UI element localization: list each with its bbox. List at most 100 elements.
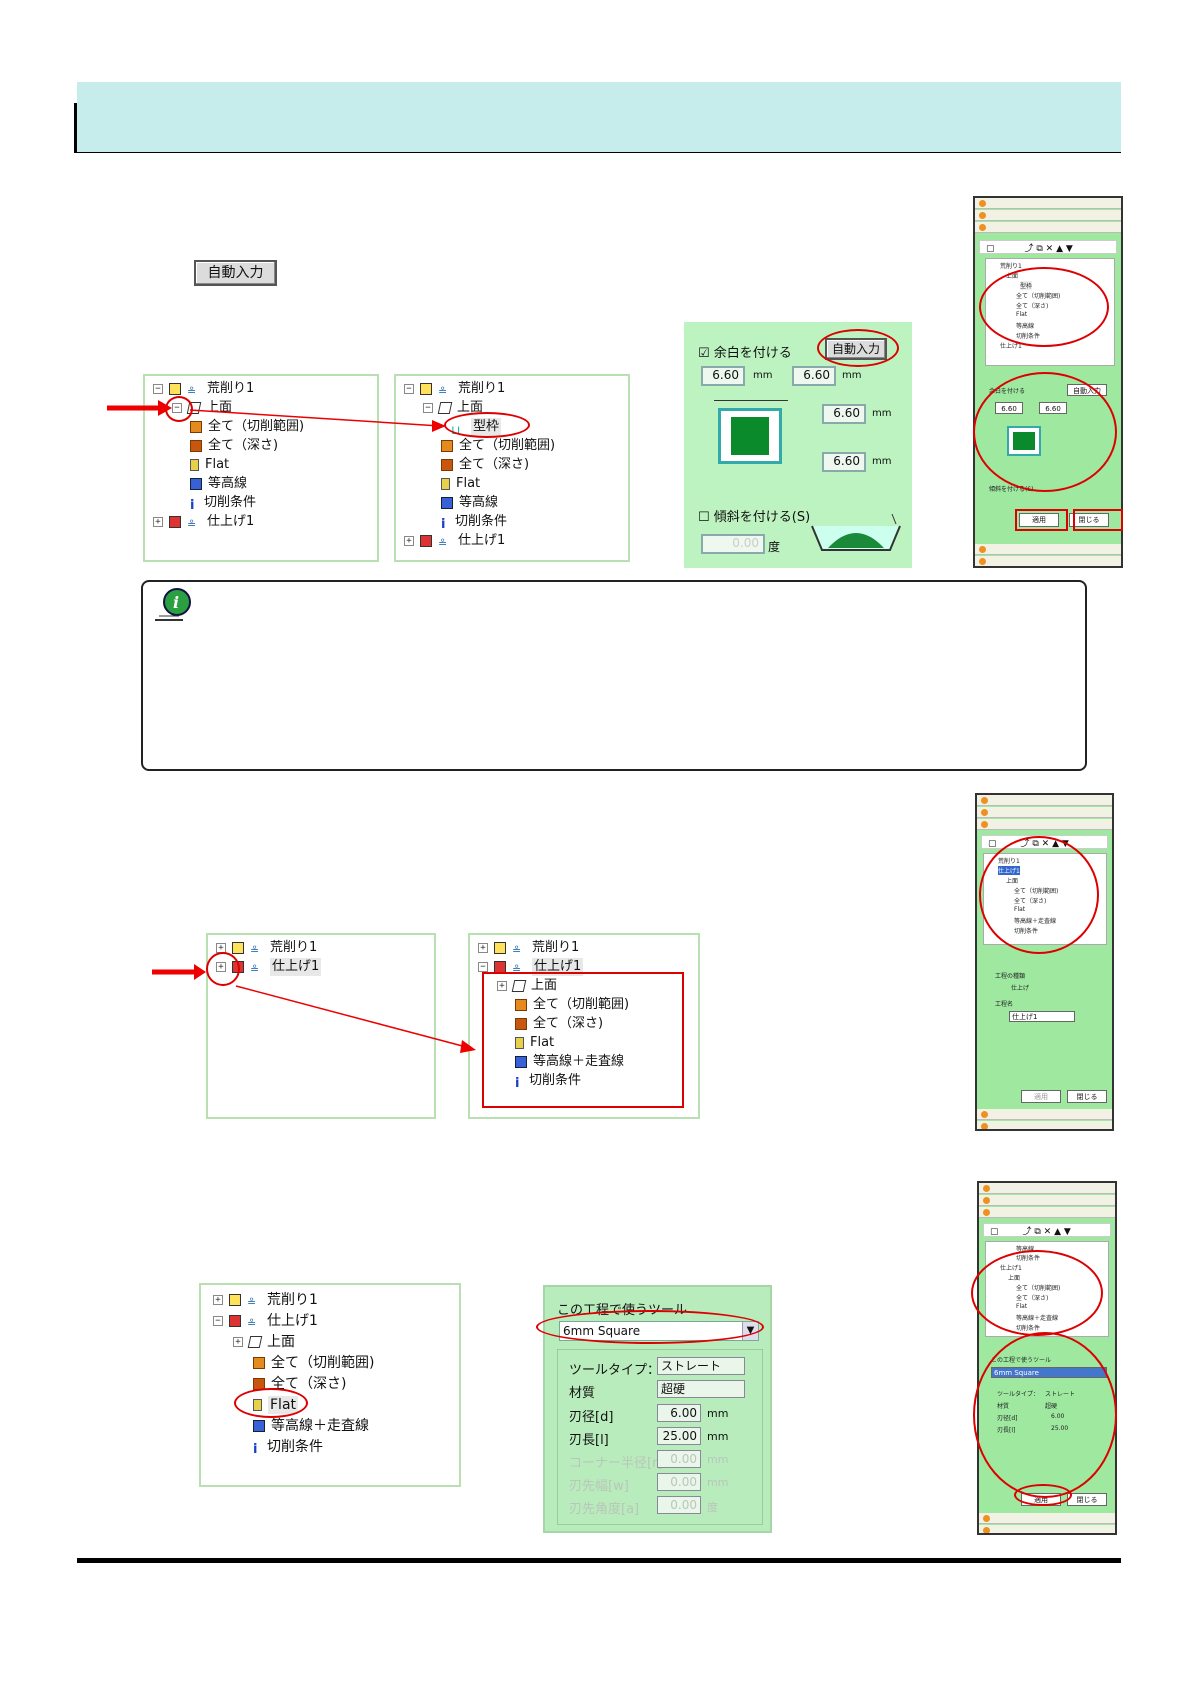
tree-item[interactable]: 切削条件 [529, 1073, 582, 1088]
slope-checkbox[interactable]: ☐ 傾斜を付ける(S) [698, 510, 811, 525]
highlight-rect [1073, 509, 1123, 531]
tree-item[interactable]: 仕上げ1 [207, 514, 255, 529]
highlight-oval [536, 1310, 764, 1344]
expand-icon[interactable]: + [213, 1295, 223, 1305]
collapse-icon[interactable]: − [478, 962, 488, 972]
step-bar[interactable] [975, 556, 1121, 566]
tree-item[interactable]: 等高線＋走査線 [271, 1418, 369, 1434]
slope-label[interactable]: 傾斜を付ける(S) [989, 486, 1034, 493]
tree-item[interactable]: 全て（深さ) [533, 1016, 604, 1031]
step-bar[interactable] [975, 210, 1121, 221]
collapse-icon[interactable]: − [423, 403, 433, 413]
tree-item[interactable]: 荒削り1 [1000, 263, 1022, 270]
apply-button[interactable]: 適用 [1021, 1090, 1061, 1103]
close-button[interactable]: 閉じる [1067, 1090, 1107, 1103]
apply-button[interactable]: 適用 [1019, 513, 1059, 527]
close-button[interactable]: 閉じる [1069, 513, 1109, 527]
margin-x-input[interactable]: 6.60 [701, 366, 745, 386]
step-bar[interactable] [979, 1525, 1115, 1533]
step-bar[interactable] [975, 222, 1121, 233]
tipwidth-input[interactable]: 0.00 [657, 1473, 701, 1491]
tool-type-value: ストレート [657, 1357, 745, 1375]
expand-icon[interactable]: + [497, 981, 507, 991]
tree-item[interactable]: 全て（深さ) [459, 457, 530, 472]
expand-icon[interactable]: + [404, 536, 414, 546]
step-bar[interactable] [977, 1121, 1112, 1129]
step-bar[interactable] [979, 1183, 1115, 1194]
step-bar[interactable] [977, 795, 1112, 806]
corner-input[interactable]: 0.00 [657, 1450, 701, 1468]
tree-item[interactable]: 上面 [531, 978, 558, 993]
tree-item[interactable]: 仕上げ1 [1000, 343, 1022, 350]
expand-icon[interactable]: + [233, 1337, 243, 1347]
tree-item[interactable]: 上面 [206, 400, 233, 415]
tree-item[interactable]: 全て（切削範囲) [533, 997, 630, 1012]
tree-item[interactable]: 等高線 [1016, 1246, 1035, 1253]
step-bar[interactable] [979, 1513, 1115, 1524]
tree-item[interactable]: 荒削り1 [270, 940, 318, 955]
margin-y-input[interactable]: 6.60 [792, 366, 836, 386]
length-input[interactable]: 25.00 [657, 1427, 701, 1445]
step-bar[interactable] [975, 198, 1121, 209]
tree-item[interactable]: Flat [205, 457, 230, 472]
tree-item[interactable]: 上面 [267, 1334, 295, 1350]
auto-input-button[interactable]: 自動入力 [194, 260, 277, 286]
unit-label: mm [753, 370, 773, 381]
tree-collapsed: +≗荒削り1 +≗仕上げ1 [206, 933, 436, 1119]
slope-input[interactable]: 0.00 [701, 534, 765, 554]
tree-item[interactable]: 荒削り1 [532, 940, 580, 955]
name-input[interactable]: 仕上げ1 [1009, 1011, 1075, 1022]
tree-item[interactable]: 全て（切削範囲) [208, 419, 305, 434]
expand-icon[interactable]: + [153, 517, 163, 527]
margin-side2-input[interactable]: 6.60 [822, 452, 866, 472]
finish-icon [420, 535, 432, 547]
tree-item[interactable]: 仕上げ1 [267, 1313, 318, 1329]
step-bar[interactable] [979, 1207, 1115, 1218]
corner-label: コーナー半径[r] [569, 1456, 663, 1471]
layer-icon: ≗ [250, 963, 260, 976]
layer-icon: ≗ [438, 537, 448, 550]
diameter-input[interactable]: 6.00 [657, 1404, 701, 1422]
tree-item[interactable]: 切削条件 [204, 495, 257, 510]
tipangle-label: 刃先角度[a] [569, 1502, 640, 1517]
tree-item[interactable]: 全て（切削範囲) [271, 1355, 375, 1371]
tree-item[interactable]: 等高線＋走査線 [533, 1054, 625, 1069]
tree-item[interactable]: 等高線 [208, 476, 248, 491]
tree-item[interactable]: 等高線 [459, 495, 499, 510]
tree-item[interactable]: 上面 [457, 400, 484, 415]
tree-item[interactable]: 切削条件 [455, 514, 508, 529]
close-button[interactable]: 閉じる [1067, 1493, 1107, 1506]
expand-icon[interactable]: + [478, 943, 488, 953]
tree-item[interactable]: 全て（深さ) [208, 438, 279, 453]
layer-icon: ≗ [187, 518, 197, 531]
contour-icon [441, 497, 453, 509]
tree-item[interactable]: Flat [456, 476, 481, 491]
layer-icon: ≗ [247, 1296, 257, 1309]
range-icon [515, 999, 527, 1011]
expand-icon[interactable]: − [153, 384, 163, 394]
tree-item[interactable]: 全て（切削範囲) [459, 438, 556, 453]
tree-item-selected[interactable]: 仕上げ1 [532, 958, 584, 976]
tree-item[interactable]: 全て（深さ) [271, 1376, 347, 1392]
layer-icon: ≗ [247, 1317, 257, 1330]
expand-icon[interactable]: − [404, 384, 414, 394]
tree-item[interactable]: 切削条件 [267, 1439, 323, 1455]
slope-unit: 度 [768, 540, 781, 554]
tree-item[interactable]: 仕上げ1 [458, 533, 506, 548]
margin-checkbox[interactable]: ☑ 余白を付ける [698, 346, 792, 361]
info-icon: i [190, 498, 195, 513]
step-bar[interactable] [979, 1195, 1115, 1206]
tree-item[interactable]: 荒削り1 [267, 1292, 318, 1308]
tipangle-input[interactable]: 0.00 [657, 1496, 701, 1514]
step-bar[interactable] [975, 544, 1121, 555]
tree-item[interactable]: 荒削り1 [207, 381, 255, 396]
step-bar[interactable] [977, 1109, 1112, 1120]
tree-item[interactable]: 荒削り1 [458, 381, 506, 396]
collapse-icon[interactable]: − [213, 1316, 223, 1326]
highlight-oval [979, 836, 1099, 954]
step-bar[interactable] [977, 807, 1112, 818]
step-bar[interactable] [977, 819, 1112, 830]
tree-item[interactable]: Flat [530, 1035, 555, 1050]
margin-side1-input[interactable]: 6.60 [822, 404, 866, 424]
tree-item-selected[interactable]: 仕上げ1 [270, 958, 322, 976]
